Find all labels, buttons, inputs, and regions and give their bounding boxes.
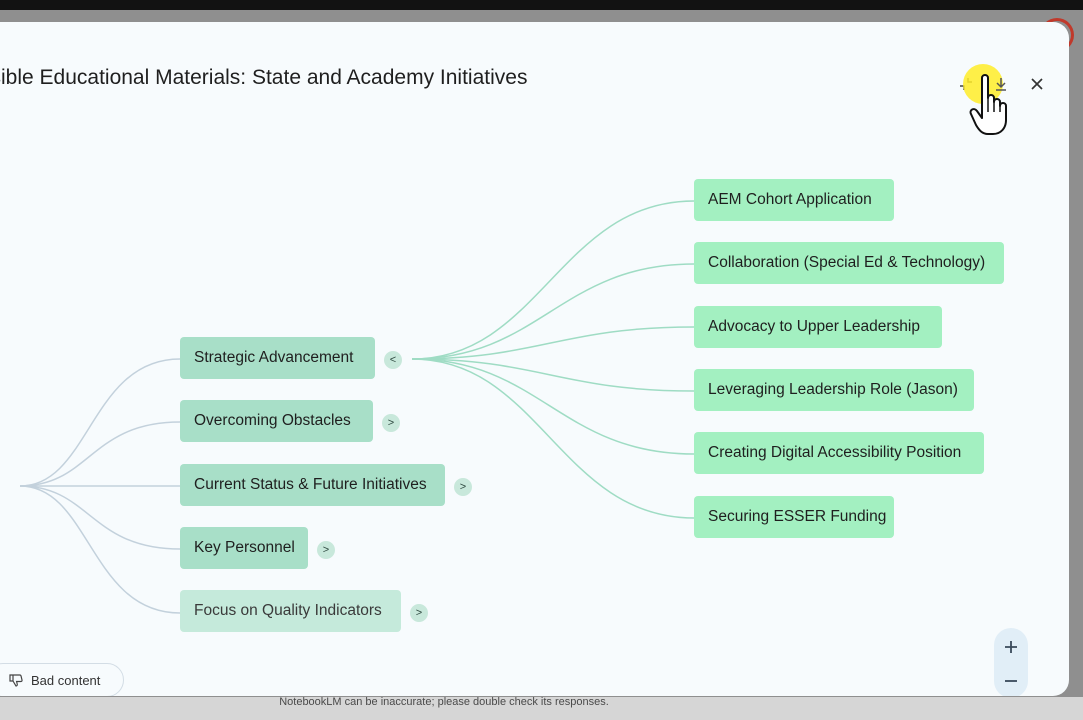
branch-node-quality-indicators[interactable]: Focus on Quality Indicators	[180, 590, 401, 632]
download-icon	[996, 78, 1006, 91]
leaf-node-collaboration[interactable]: Collaboration (Special Ed & Technology)	[694, 242, 1004, 284]
minus-icon	[1005, 680, 1017, 682]
leaf-node-esser-funding[interactable]: Securing ESSER Funding	[694, 496, 894, 538]
branch-toggle-quality-indicators[interactable]: >	[410, 604, 428, 622]
branch-node-current-status[interactable]: Current Status & Future Initiatives	[180, 464, 445, 506]
branch-connectors	[411, 200, 695, 519]
root-connectors	[19, 358, 181, 614]
leaf-node-advocacy[interactable]: Advocacy to Upper Leadership	[694, 306, 942, 348]
zoom-in-button[interactable]	[994, 632, 1028, 660]
page-footer-band	[0, 697, 1083, 720]
branch-toggle-overcoming-obstacles[interactable]: >	[382, 414, 400, 432]
hand-cursor-icon	[968, 72, 1012, 143]
close-icon	[1031, 78, 1043, 90]
zoom-controls	[994, 628, 1028, 696]
bad-content-button[interactable]: Bad content	[0, 663, 124, 696]
branch-node-strategic-advancement[interactable]: Strategic Advancement	[180, 337, 375, 379]
mindmap-dialog: ssible Educational Materials: State and …	[0, 22, 1069, 696]
leaf-node-leadership-role[interactable]: Leveraging Leadership Role (Jason)	[694, 369, 974, 411]
thumbs-down-icon	[9, 673, 23, 687]
branch-node-overcoming-obstacles[interactable]: Overcoming Obstacles	[180, 400, 373, 442]
bad-content-label: Bad content	[31, 672, 101, 688]
browser-top-strip	[0, 0, 1083, 10]
branch-toggle-strategic-advancement[interactable]: <	[384, 351, 402, 369]
disclaimer-text: NotebookLM can be inaccurate; please dou…	[279, 696, 609, 708]
branch-node-key-personnel[interactable]: Key Personnel	[180, 527, 308, 569]
close-button[interactable]	[1023, 70, 1051, 98]
plus-icon	[1005, 641, 1017, 653]
branch-toggle-key-personnel[interactable]: >	[317, 541, 335, 559]
mindmap-connectors	[19, 200, 695, 614]
zoom-out-button[interactable]	[994, 666, 1028, 694]
leaf-node-digital-accessibility[interactable]: Creating Digital Accessibility Position	[694, 432, 984, 474]
leaf-node-aem-cohort[interactable]: AEM Cohort Application	[694, 179, 894, 221]
branch-toggle-current-status[interactable]: >	[454, 478, 472, 496]
dialog-title: ssible Educational Materials: State and …	[0, 66, 528, 89]
download-button[interactable]	[987, 70, 1015, 98]
